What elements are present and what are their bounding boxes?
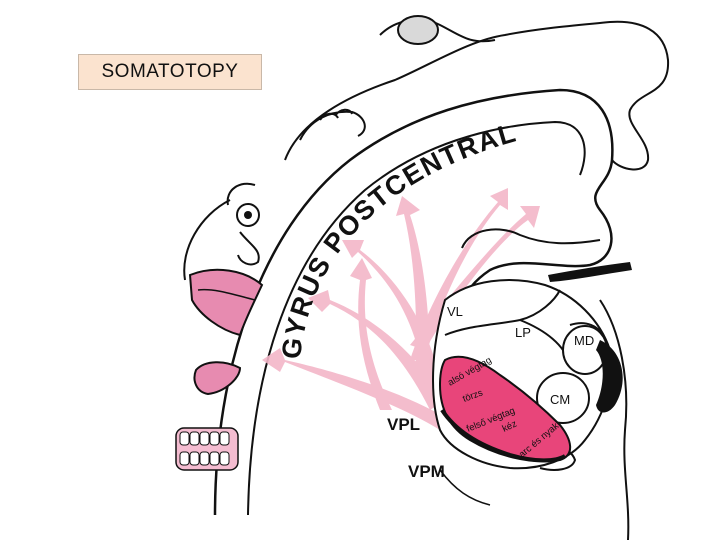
vpl-lower-edge: [440, 408, 567, 463]
homunculus-body-outline: [284, 20, 670, 171]
ventricle-outline: [461, 228, 601, 249]
vl-boundary: [444, 289, 561, 336]
homunculus-nose-outline: [237, 231, 260, 266]
vl-label: VL: [447, 304, 463, 319]
corpus-callosum-shape: [548, 262, 632, 282]
vpl-label: VPL: [387, 415, 420, 434]
homunculus-lips-shape: [188, 268, 264, 337]
cortex-right-outline: [599, 299, 630, 541]
homunculus-lips-line: [197, 288, 256, 301]
homunculus-back-outline: [379, 18, 496, 43]
cortex-inner-outline: [247, 120, 586, 516]
homunculus-cheek-outline: [183, 199, 231, 281]
homunculus-hand-outline: [299, 108, 366, 141]
cm-label: CM: [550, 392, 570, 407]
lp-label: LP: [515, 325, 531, 340]
md-label: MD: [574, 333, 594, 348]
vpm-label: VPM: [408, 462, 445, 481]
cortex-outline: [213, 88, 614, 516]
homunculus-teeth-icon: [175, 427, 239, 471]
page-title: SOMATOTOPY: [78, 54, 262, 90]
internal-capsule-shape: [596, 340, 623, 413]
pupil-icon: [244, 211, 252, 219]
homunculus-brow-outline: [226, 182, 256, 206]
homunculus-tongue-shape: [193, 361, 242, 396]
cm-nucleus: [536, 372, 590, 424]
homunculus-foot-shape: [397, 15, 439, 45]
brainstem-outline: [439, 469, 491, 506]
